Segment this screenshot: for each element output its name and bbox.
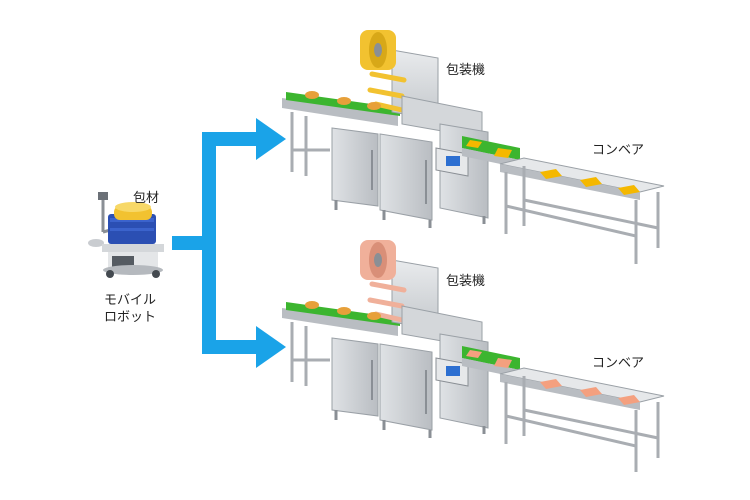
mobile-robot-label: モバイル ロボット	[90, 292, 170, 326]
conveyor-label-bottom: コンベア	[592, 356, 645, 371]
conveyor-top	[499, 157, 665, 264]
packaging-machine-top	[282, 30, 520, 228]
packer-label-bottom: 包装機	[446, 274, 486, 289]
packer-label-top: 包装機	[446, 63, 486, 78]
material-label: 包材	[133, 191, 160, 206]
conveyor-label-top: コンベア	[592, 143, 645, 158]
mobile-robot-label-line2: ロボット	[103, 310, 156, 325]
packaging-machine-bottom	[282, 240, 520, 438]
mobile-robot-label-line1: モバイル	[103, 293, 156, 308]
conveyor-bottom	[499, 367, 665, 472]
mobile-robot-icon	[88, 192, 164, 278]
distribution-arrow	[172, 118, 286, 368]
